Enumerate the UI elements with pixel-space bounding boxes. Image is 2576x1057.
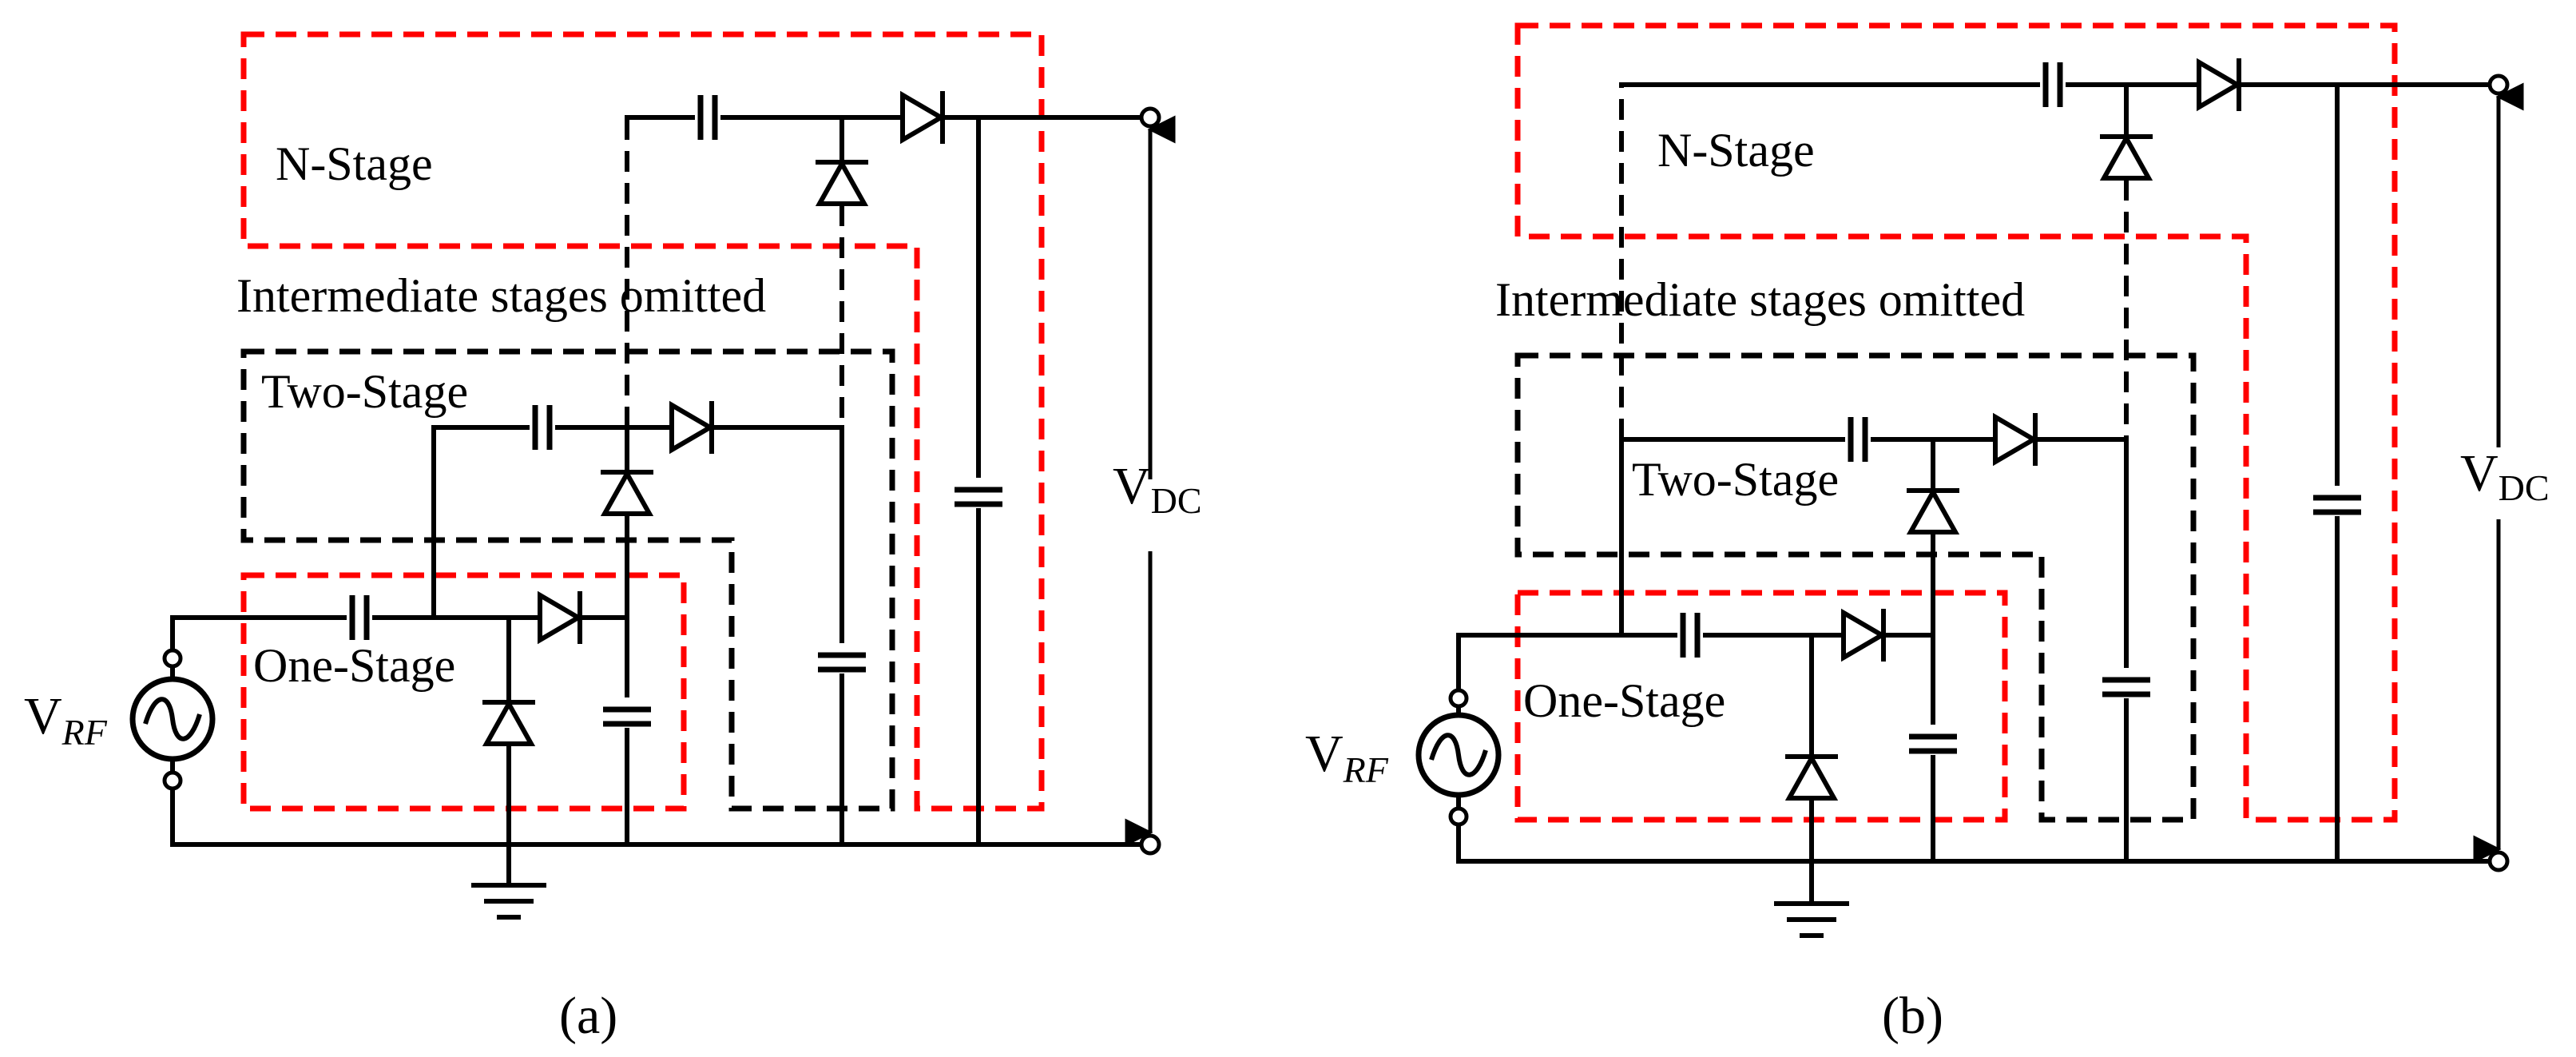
diode — [1909, 491, 1957, 532]
capacitor — [695, 95, 720, 140]
capacitor — [1909, 731, 1957, 757]
capacitor — [818, 650, 866, 675]
capacitor — [955, 484, 1002, 510]
diode — [485, 702, 533, 744]
capacitor — [2313, 492, 2361, 518]
diode — [1995, 415, 2035, 463]
two-stage-box — [1514, 352, 2197, 823]
rf-top-wire — [170, 615, 349, 656]
diode — [672, 403, 712, 451]
diode — [540, 594, 580, 642]
ground-icon — [1776, 904, 1847, 936]
vrf-label: VRF — [1305, 725, 1389, 790]
caption-a: (a) — [559, 987, 617, 1045]
capacitor — [1845, 417, 1871, 462]
diode — [1844, 611, 1883, 659]
panel-b: N-Stage Intermediate stages omitted Two-… — [1305, 22, 2550, 1045]
output-terminal — [2487, 74, 2510, 96]
diode — [603, 472, 651, 514]
capacitor — [1677, 613, 1703, 658]
vdc-label: VDC — [2460, 444, 2550, 508]
n-stage-box — [1514, 22, 2398, 823]
n-stage-box — [240, 31, 1045, 812]
diode — [903, 93, 943, 141]
intermediate-label: Intermediate stages omitted — [236, 269, 766, 322]
capacitor — [2102, 674, 2150, 700]
n-stage-label: N-Stage — [1657, 124, 1815, 177]
one-stage-label: One-Stage — [1523, 674, 1725, 727]
output-terminal — [2487, 850, 2510, 872]
one-stage-box — [240, 572, 687, 812]
ground-bus — [170, 783, 1145, 847]
one-stage-box — [1514, 590, 2008, 823]
output-terminal — [1139, 833, 1161, 856]
output-terminal — [1139, 106, 1161, 129]
n-stage-label: N-Stage — [276, 137, 433, 190]
diode — [1788, 757, 1836, 798]
rf-source — [133, 679, 212, 759]
two-stage-label: Two-Stage — [261, 365, 468, 418]
rf-source — [1419, 715, 1498, 795]
two-stage-box — [240, 348, 895, 812]
diode — [2199, 61, 2239, 109]
vrf-label: VRF — [24, 687, 108, 753]
caption-b: (b) — [1882, 987, 1943, 1045]
diode — [818, 162, 866, 204]
capacitor — [347, 595, 372, 640]
two-stage-label: Two-Stage — [1632, 453, 1839, 506]
capacitor — [603, 704, 651, 729]
intermediate-label: Intermediate stages omitted — [1495, 273, 2025, 326]
diode — [2102, 137, 2150, 178]
ground-icon — [474, 885, 544, 917]
capacitor — [530, 405, 555, 450]
vdc-label: VDC — [1113, 457, 1202, 521]
one-stage-label: One-Stage — [253, 639, 455, 692]
capacitor — [2040, 62, 2066, 107]
panel-a: N-Stage Intermediate stages omitted Two-… — [24, 31, 1202, 1045]
